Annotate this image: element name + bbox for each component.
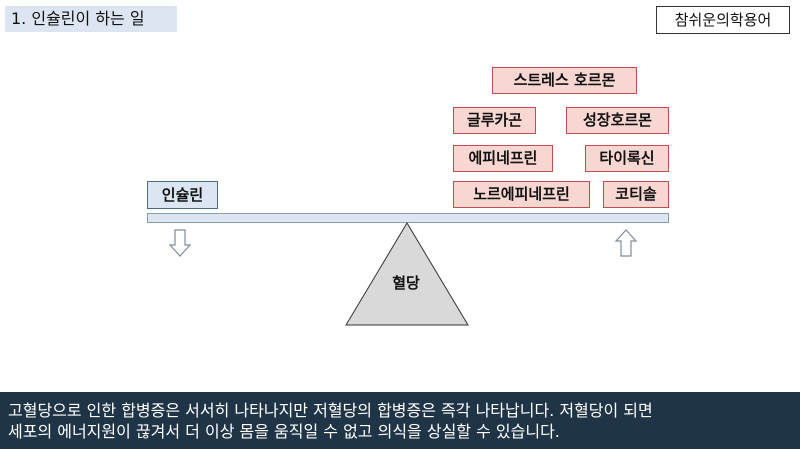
balance-beam bbox=[147, 213, 669, 223]
caption-bar: 고혈당으로 인한 합병증은 서서히 나타나지만 저혈당의 합병증은 즉각 나타납… bbox=[0, 392, 800, 449]
glucagon-box: 글루카곤 bbox=[453, 107, 536, 134]
thyroxine-box: 타이록신 bbox=[585, 145, 669, 172]
epinephrine-box: 에피네프린 bbox=[453, 145, 553, 172]
down-arrow-icon bbox=[168, 229, 192, 257]
up-arrow-icon bbox=[614, 229, 638, 257]
page-title: 1. 인슐린이 하는 일 bbox=[5, 6, 177, 32]
growth-hormone-box: 성장호르몬 bbox=[566, 107, 669, 134]
fulcrum-triangle bbox=[345, 222, 469, 326]
cortisol-box: 코티솔 bbox=[603, 181, 669, 208]
brand-label: 참쉬운의학용어 bbox=[656, 6, 790, 34]
stress-hormone-box: 스트레스 호르몬 bbox=[492, 67, 637, 94]
blood-sugar-label: 혈당 bbox=[392, 274, 420, 292]
insulin-box: 인슐린 bbox=[147, 181, 218, 209]
caption-line-2: 세포의 에너지원이 끊겨서 더 이상 몸을 움직일 수 없고 의식을 상실할 수… bbox=[8, 422, 560, 441]
caption-line-1: 고혈당으로 인한 합병증은 서서히 나타나지만 저혈당의 합병증은 즉각 나타납… bbox=[8, 401, 653, 420]
norepinephrine-box: 노르에피네프린 bbox=[453, 181, 590, 208]
